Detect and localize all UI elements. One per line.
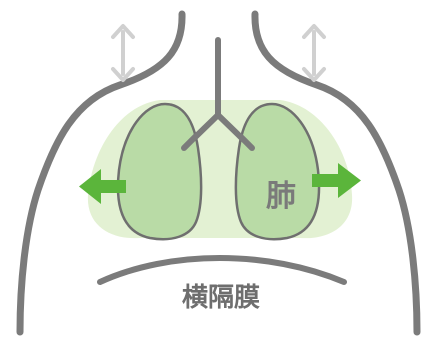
body-outline-left	[16, 10, 186, 336]
left-bronchus-tip	[181, 133, 199, 151]
lung-label: 肺	[266, 179, 296, 214]
vertical-arrow-right-icon	[302, 24, 326, 82]
expand-arrow-right-icon	[312, 163, 361, 198]
right-lung	[234, 102, 321, 241]
left-lung	[116, 102, 203, 241]
diaphragm-line	[97, 255, 347, 285]
body-outline-right	[251, 10, 421, 336]
diaphragm-label: 横隔膜	[182, 283, 260, 313]
expand-arrow-left-icon	[79, 169, 126, 204]
right-bronchus-tip	[237, 133, 255, 151]
vertical-arrow-left-icon	[111, 24, 135, 82]
